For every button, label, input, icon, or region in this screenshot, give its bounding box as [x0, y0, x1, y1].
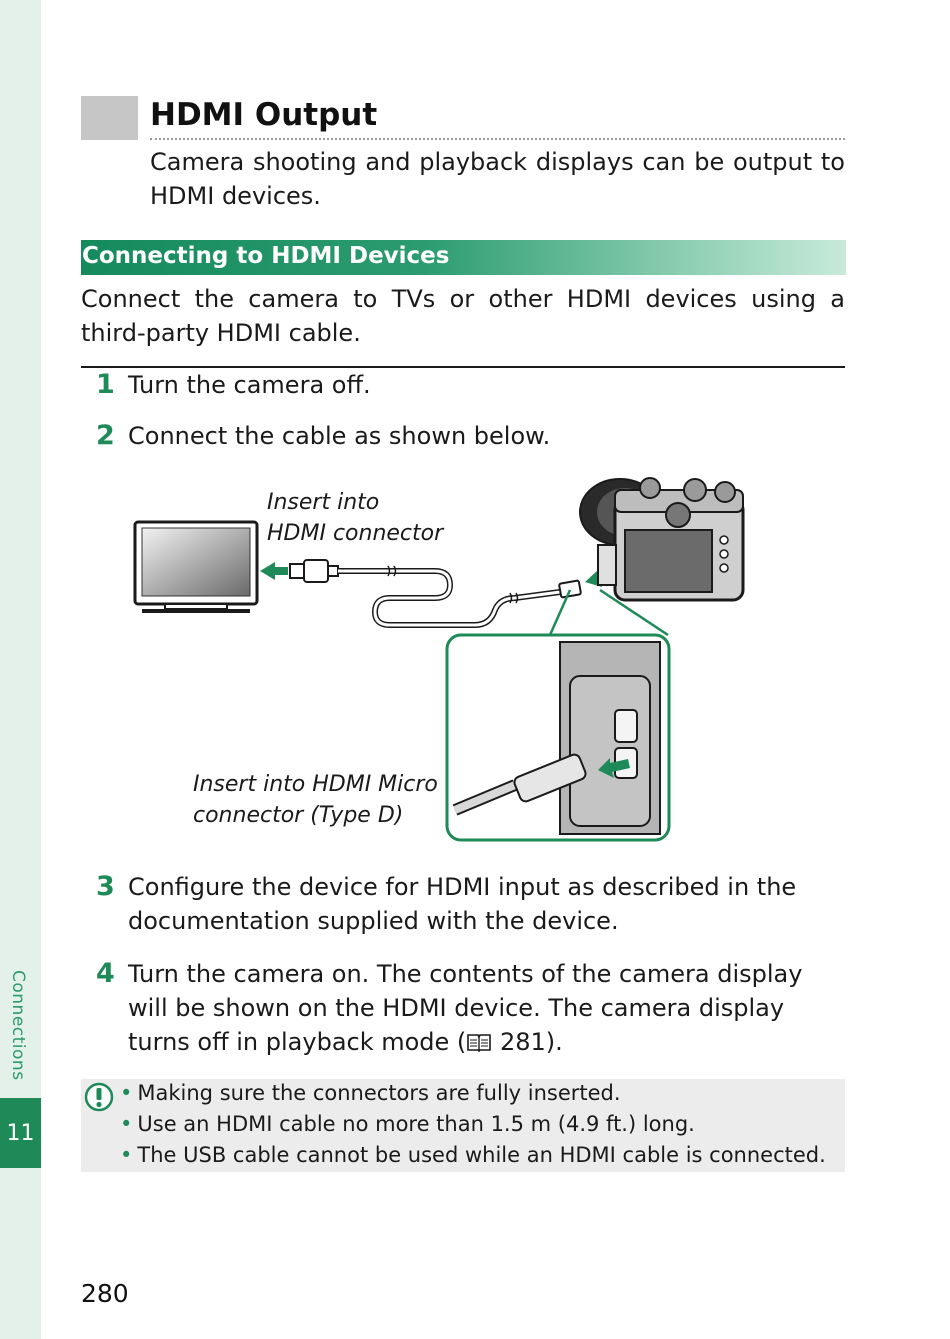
- section-divider: [81, 366, 845, 368]
- caution-icon: [84, 1082, 114, 1116]
- list-item: •The USB cable cannot be used while an H…: [120, 1143, 826, 1167]
- note-list: •Making sure the connectors are fully in…: [120, 1078, 826, 1171]
- insert-arrow-icon: [260, 562, 288, 580]
- camera-icon: [579, 477, 745, 602]
- page-reference-link[interactable]: 281: [499, 1028, 546, 1056]
- note-box: [81, 1079, 845, 1172]
- connection-illustration: [120, 470, 760, 849]
- section-intro: Connect the camera to TVs or other HDMI …: [81, 285, 845, 347]
- step-number: 3: [96, 871, 115, 902]
- chapter-section-label: Connections: [8, 970, 28, 1081]
- hdmi-plug-icon: [289, 559, 339, 583]
- page-number: 280: [81, 1279, 129, 1308]
- step-text: Configure the device for HDMI input as d…: [128, 873, 797, 935]
- step-number: 2: [96, 420, 115, 451]
- step-number: 4: [96, 958, 115, 989]
- tv-icon: [133, 520, 259, 613]
- step-2: 2 Connect the cable as shown below.: [96, 419, 846, 453]
- title-divider: [150, 138, 845, 140]
- book-icon: [466, 1027, 492, 1061]
- figure-caption-bottom: Insert into HDMI Micro connector (Type D…: [193, 772, 438, 828]
- step-1: 1 Turn the camera off.: [96, 368, 846, 402]
- list-item: •Use an HDMI cable no more than 1.5 m (4…: [120, 1112, 695, 1136]
- figure-caption-top: Insert into HDMI connector: [267, 490, 444, 546]
- step-4: 4 Turn the camera on. The contents of th…: [96, 957, 846, 1061]
- detail-inset: [445, 633, 671, 842]
- page-title: HDMI Output: [150, 97, 378, 133]
- step-number: 1: [96, 369, 115, 400]
- title-marker: [81, 96, 138, 140]
- step-text: Connect the cable as shown below.: [128, 422, 551, 450]
- step-text: Turn the camera on. The contents of the …: [128, 957, 845, 1061]
- page-intro: Camera shooting and playback displays ca…: [150, 148, 845, 210]
- section-header-bar: [81, 240, 846, 275]
- list-item: •Making sure the connectors are fully in…: [120, 1081, 621, 1105]
- chapter-tab[interactable]: 11: [0, 1098, 41, 1168]
- step-text: Turn the camera off.: [128, 371, 371, 399]
- section-title: Connecting to HDMI Devices: [82, 243, 450, 269]
- step-3: 3 Configure the device for HDMI input as…: [96, 870, 846, 938]
